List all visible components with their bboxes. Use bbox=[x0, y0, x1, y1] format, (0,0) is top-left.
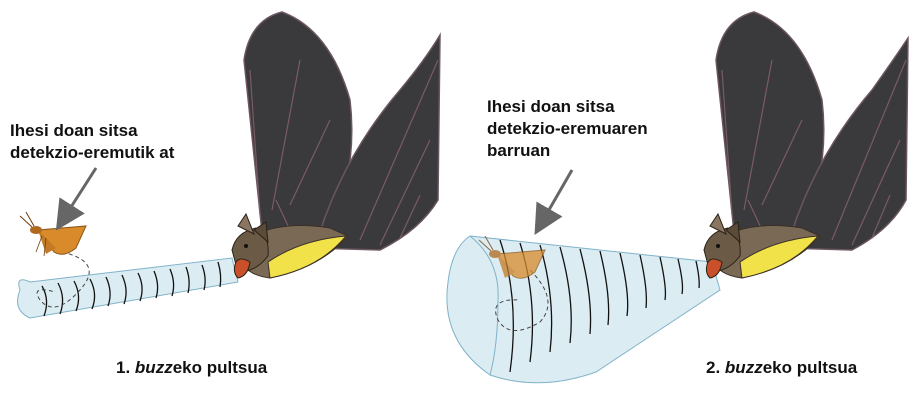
caption-2-rest: eko pultsua bbox=[763, 358, 857, 377]
caption-2-number: 2. bbox=[706, 358, 720, 377]
pointer-arrow-2 bbox=[542, 170, 572, 222]
bat-2 bbox=[704, 12, 908, 278]
caption-1-number: 1. bbox=[116, 358, 130, 377]
panel-1 bbox=[18, 12, 440, 318]
moth-label-1-line-2: detekzio-eremutik at bbox=[10, 142, 174, 164]
caption-2-italic: buzz bbox=[725, 358, 763, 377]
caption-1-italic: buzz bbox=[135, 358, 173, 377]
moth-label-2: Ihesi doan sitsa detekzio-eremuaren barr… bbox=[487, 96, 648, 162]
moth-1 bbox=[20, 212, 86, 256]
moth-label-1-line-1: Ihesi doan sitsa bbox=[10, 120, 174, 142]
caption-2: 2. buzzeko pultsua bbox=[706, 358, 857, 378]
moth-label-2-line-1: Ihesi doan sitsa bbox=[487, 96, 648, 118]
moth-label-1: Ihesi doan sitsa detekzio-eremutik at bbox=[10, 120, 174, 164]
panel-2 bbox=[447, 12, 908, 383]
caption-1-rest: eko pultsua bbox=[173, 358, 267, 377]
moth-label-2-line-3: barruan bbox=[487, 140, 648, 162]
bat-1 bbox=[232, 12, 440, 278]
detection-cone-2 bbox=[447, 236, 720, 383]
detection-cone-1 bbox=[18, 252, 238, 318]
caption-1: 1. buzzeko pultsua bbox=[116, 358, 267, 378]
pointer-arrow-1 bbox=[64, 168, 96, 218]
moth-label-2-line-2: detekzio-eremuaren bbox=[487, 118, 648, 140]
